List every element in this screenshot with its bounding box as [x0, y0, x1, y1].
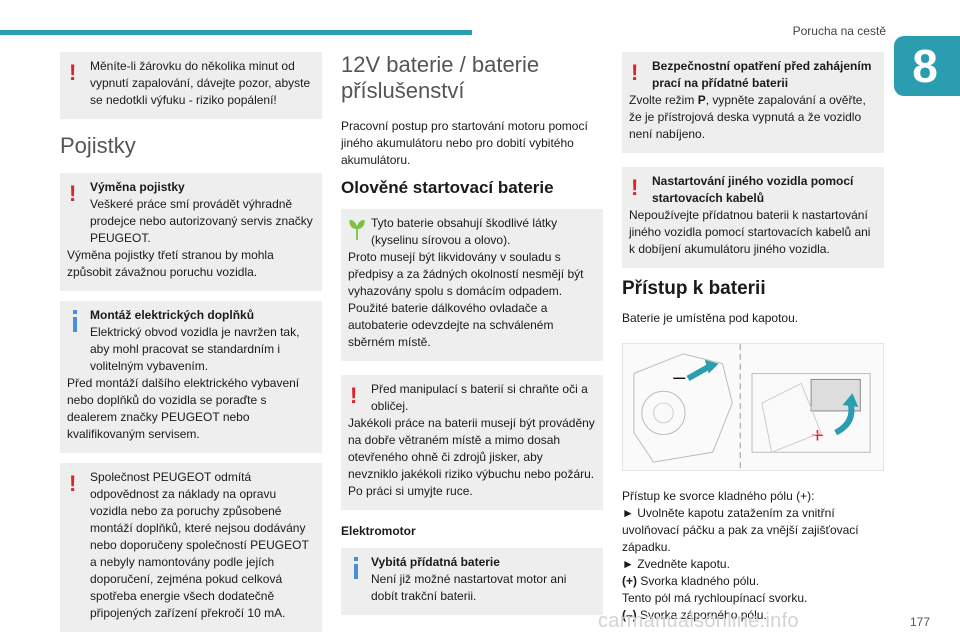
eco-leaf-icon — [349, 219, 365, 241]
warning-icon: ! — [69, 471, 77, 496]
box-text: Nepoužívejte přídatnou baterii k nastart… — [629, 208, 871, 256]
header-accent-bar — [0, 30, 472, 35]
warning-icon: ! — [350, 383, 358, 408]
chapter-number: 8 — [912, 40, 938, 92]
minus-marker: – — [673, 363, 686, 388]
warning-box-jumpstart: ! Nastartování jiného vozidla pomocí sta… — [622, 167, 884, 268]
plus-note: Tento pól má rychloupínací svorku. — [622, 591, 808, 605]
box-text: Není již možné nastartovat motor ani dob… — [371, 572, 567, 603]
heading-battery-access: Přístup k baterii — [622, 278, 766, 299]
box-text: Tyto baterie obsahují škodlivé látky (ky… — [371, 216, 558, 247]
warning-text: Měníte-li žárovku do několika minut od v… — [90, 59, 311, 107]
box-text: Elektrický obvod vozidla je navržen tak,… — [90, 325, 300, 373]
section-title: Porucha na cestě — [792, 24, 886, 38]
box-text: Výměna pojistky třetí stranou by mohla z… — [67, 248, 274, 279]
warning-box-liability: ! Společnost PEUGEOT odmítá odpovědnost … — [60, 463, 322, 632]
info-icon — [350, 557, 362, 581]
warning-icon: ! — [631, 175, 639, 200]
intro-text: Pracovní postup pro startování motoru po… — [341, 119, 588, 167]
info-icon — [69, 310, 81, 334]
box-text: Zvolte režim P, vypněte zapalování a ově… — [629, 93, 866, 141]
warning-box: ! Měníte-li žárovku do několika minut od… — [60, 52, 322, 119]
warning-box-handling: ! Před manipulací s baterií si chraňte o… — [341, 375, 603, 510]
subheading-electric-motor: Elektromotor — [341, 524, 416, 538]
box-title: Montáž elektrických doplňků — [90, 308, 255, 322]
warning-box-safety: ! Bezpečnostní opatření před zahájením p… — [622, 52, 884, 153]
watermark: carmanualsonline.info — [598, 610, 799, 632]
warning-icon: ! — [631, 60, 639, 85]
column-left: ! Měníte-li žárovku do několika minut od… — [60, 52, 322, 640]
box-text: Jakékoli práce na baterii musejí být pro… — [348, 416, 595, 481]
subheading-lead-battery: Olověné startovací baterie — [341, 178, 554, 197]
plus-marker: + — [811, 422, 824, 447]
box-text: Použité baterie dálkového ovladače a aut… — [348, 301, 554, 349]
column-right: ! Bezpečnostní opatření před zahájením p… — [622, 52, 884, 624]
box-title: Výměna pojistky — [90, 180, 185, 194]
chapter-tab: 8 — [894, 36, 960, 96]
box-text: Společnost PEUGEOT odmítá odpovědnost za… — [90, 470, 309, 620]
access-text: Přístup ke svorce kladného pólu (+): — [622, 489, 815, 503]
minus-terminal-text: (–) Svorka záporného pólu. — [622, 608, 767, 622]
plus-terminal-text: (+) Svorka kladného pólu. — [622, 574, 760, 588]
heading-battery: 12V baterie / baterie příslušenství — [341, 52, 540, 103]
box-text: Po práci si umyjte ruce. — [348, 484, 473, 498]
page-number: 177 — [909, 615, 930, 629]
box-text: Proto musejí být likvidovány v souladu s… — [348, 250, 584, 298]
box-title: Nastartování jiného vozidla pomocí start… — [652, 174, 854, 205]
box-title: Vybitá přídatná baterie — [371, 555, 500, 569]
step-text: ► Uvolněte kapotu zatažením za vnitřní u… — [622, 506, 859, 554]
engine-bay-illustration: – + — [622, 343, 884, 471]
info-box-aux-battery: Vybitá přídatná baterie Není již možné n… — [341, 548, 603, 615]
eco-box: Tyto baterie obsahují škodlivé látky (ky… — [341, 209, 603, 361]
box-text: Před manipulací s baterií si chraňte oči… — [371, 382, 588, 413]
intro-text: Baterie je umístěna pod kapotou. — [622, 311, 799, 325]
column-middle: 12V baterie / baterie příslušenství Prac… — [341, 52, 603, 625]
warning-icon: ! — [69, 181, 77, 206]
info-box-accessories: Montáž elektrických doplňků Elektrický o… — [60, 301, 322, 453]
warning-icon: ! — [69, 60, 77, 85]
box-title: Bezpečnostní opatření před zahájením pra… — [652, 59, 872, 90]
step-text: ► Zvedněte kapotu. — [622, 557, 730, 571]
box-text: Veškeré práce smí provádět výhradně prod… — [90, 197, 313, 245]
heading-fuses: Pojistky — [60, 133, 136, 158]
warning-box-fuse: ! Výměna pojistky Veškeré práce smí prov… — [60, 173, 322, 291]
box-text: Před montáží dalšího elektrického vybave… — [67, 376, 300, 441]
